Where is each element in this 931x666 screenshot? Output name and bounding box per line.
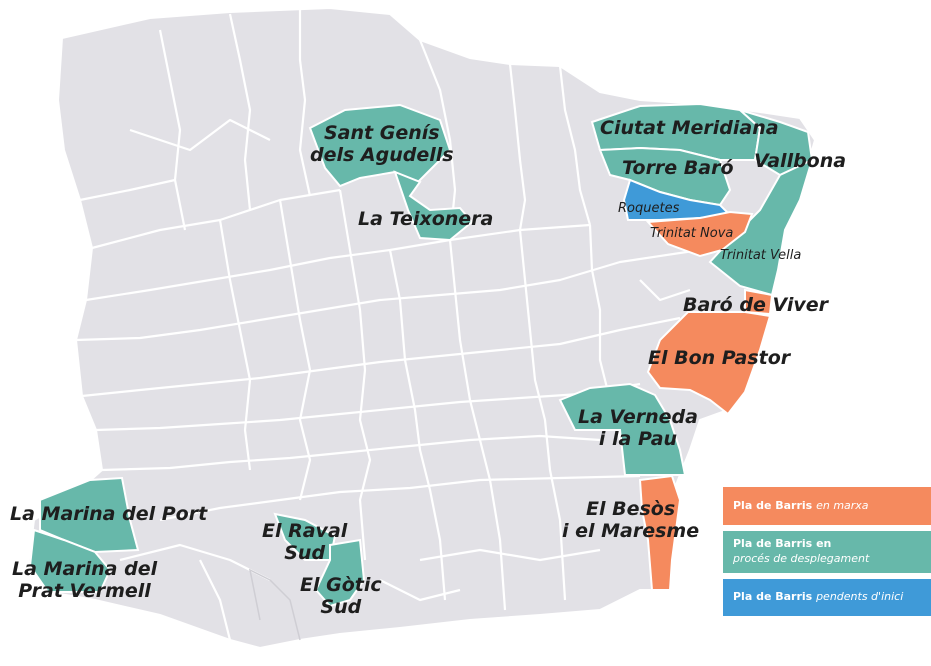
area-gotic-sud — [314, 538, 366, 608]
legend-desplegament-line1: Pla de Barris en — [733, 537, 921, 552]
label-trinitat-nova: Trinitat Nova — [650, 226, 734, 241]
legend-pendents-text: Pla de Barris pendents d'inici — [733, 590, 921, 605]
legend-en-marxa-text: Pla de Barris en marxa — [733, 499, 921, 514]
legend-pendents-prefix: Pla de Barris — [733, 590, 813, 604]
legend-desplegament-line2: procés de desplegament — [733, 552, 921, 567]
label-besos: El Besòs i el Maresme — [562, 498, 699, 543]
areas-en-marxa — [638, 210, 774, 591]
district-borders — [75, 10, 701, 641]
label-marina-port: La Marina del Port — [10, 503, 208, 525]
label-sant-genis: Sant Genís dels Agudells — [310, 122, 454, 167]
label-gotic-line1: El Gòtic — [300, 574, 382, 596]
label-roquetes: Roquetes — [618, 201, 680, 216]
label-teixonera: La Teixonera — [358, 208, 494, 230]
label-gotic-sud: El Gòtic Sud — [300, 574, 382, 619]
legend-pendents: Pla de Barris pendents d'inici — [723, 579, 931, 616]
legend-pendents-suffix: pendents d'inici — [816, 590, 904, 604]
label-sant-genis-line2: dels Agudells — [310, 144, 454, 167]
label-bon-pastor: El Bon Pastor — [648, 347, 791, 369]
label-vallbona: Vallbona — [754, 150, 847, 172]
area-trinitat-nova — [645, 210, 754, 258]
label-gotic-line2: Sud — [320, 596, 362, 619]
label-besos-line1: El Besòs — [585, 498, 676, 520]
label-raval-line2: Sud — [284, 542, 326, 565]
label-ciutat-meridiana: Ciutat Meridiana — [600, 117, 779, 139]
label-verneda-line1: La Verneda — [578, 406, 698, 428]
label-verneda-line2: i la Pau — [598, 428, 678, 451]
legend-desplegament-suffix: procés de desplegament — [733, 552, 870, 565]
label-trinitat-vella: Trinitat Vella — [720, 248, 802, 263]
label-raval-sud: El Raval Sud — [262, 520, 347, 565]
label-torre-baro: Torre Baró — [622, 157, 734, 179]
area-marina-prat — [28, 528, 112, 593]
area-bon-pastor — [646, 311, 772, 416]
legend-desplegament-prefix: Pla de Barris — [733, 537, 813, 551]
legend-desplegament-mid: en — [816, 537, 832, 551]
legend-en-marxa: Pla de Barris en marxa — [723, 487, 931, 525]
legend-desplegament: Pla de Barris en procés de desplegament — [723, 531, 931, 573]
label-marina-prat: La Marina del Prat Vermell — [12, 558, 157, 603]
legend-en-marxa-suffix: en marxa — [816, 498, 869, 512]
area-besos — [638, 474, 682, 591]
area-baro-de-viver — [744, 288, 774, 316]
label-marina-prat-line1: La Marina del — [12, 558, 158, 580]
label-raval-line1: El Raval — [262, 520, 348, 542]
label-verneda: La Verneda i la Pau — [578, 406, 698, 451]
label-marina-prat-line2: Prat Vermell — [18, 580, 151, 603]
label-sant-genis-line1: Sant Genís — [324, 122, 440, 144]
coastline-detail — [248, 568, 301, 641]
area-teixonera — [393, 170, 474, 242]
label-baro-de-viver: Baró de Viver — [683, 294, 828, 316]
area-verneda — [558, 382, 687, 476]
area-marina-port — [39, 476, 140, 554]
legend-en-marxa-prefix: Pla de Barris — [733, 498, 813, 512]
label-besos-line2: i el Maresme — [562, 520, 700, 543]
